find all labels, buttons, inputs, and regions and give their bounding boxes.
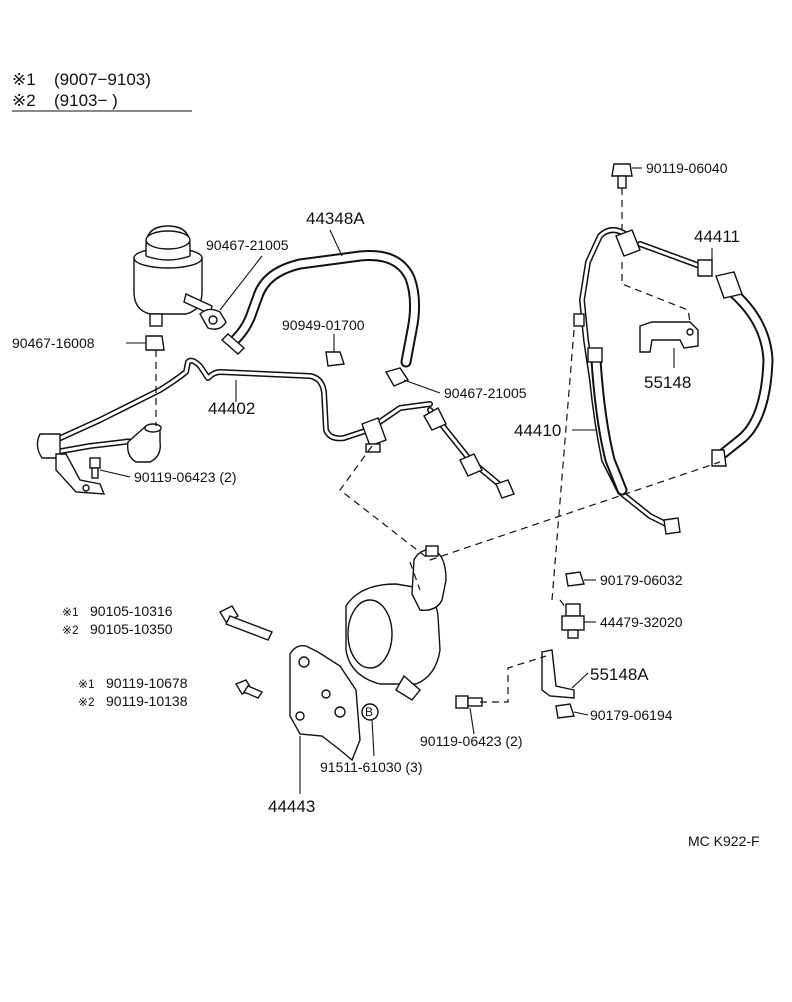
- clip-90949-01700: [325, 351, 345, 367]
- legend: ※1 (9007−9103) ※2 (9103− ): [12, 70, 192, 112]
- label-90105-10316: 90105-10316: [90, 603, 173, 619]
- label-90179-06194: 90179-06194: [590, 707, 673, 723]
- legend-range-1: (9007−9103): [54, 70, 151, 89]
- clamp-90467-21005-mid: [384, 367, 410, 387]
- leader-lines: [99, 167, 713, 794]
- bracket-55148: [639, 321, 699, 353]
- tube-end-hose: [423, 407, 515, 499]
- clamp-90467-21005-top: [199, 308, 227, 330]
- bolt-90119-06423-left: [89, 457, 101, 479]
- clamp-90467-16008: [145, 335, 165, 351]
- label-bolt1-mark1: ※1: [62, 605, 79, 619]
- label-90119-06423-left: 90119-06423 (2): [134, 469, 236, 485]
- label-90119-10678: 90119-10678: [106, 675, 188, 691]
- label-55148A: 55148A: [590, 665, 649, 684]
- diagram-code: MC K922-F: [688, 833, 760, 849]
- legend-mark-1: ※1: [12, 70, 36, 89]
- bolt-90105: [219, 605, 273, 641]
- pump-bracket-44443: [289, 644, 361, 762]
- label-90119-10138: 90119-10138: [106, 693, 188, 709]
- return-hose-44411: [615, 229, 774, 467]
- label-90105-10350: 90105-10350: [90, 621, 173, 637]
- bolt-90119-06040: [611, 163, 633, 189]
- label-90179-06032: 90179-06032: [600, 572, 683, 588]
- bracket-left: [55, 453, 106, 495]
- return-hose-44348A: [220, 249, 421, 368]
- label-90949-01700: 90949-01700: [282, 317, 365, 333]
- reservoir-tank: [133, 225, 213, 327]
- valve-44479-32020: [561, 603, 585, 639]
- elbow-fitting: [126, 423, 162, 463]
- legend-range-2: (9103− ): [54, 91, 118, 110]
- label-55148: 55148: [644, 373, 691, 392]
- label-44411: 44411: [694, 227, 740, 246]
- label-90119-06423-right: 90119-06423 (2): [420, 733, 522, 749]
- nut-90179-06194: [555, 703, 575, 719]
- label-bolt2-mark1: ※1: [78, 677, 95, 691]
- label-44348A: 44348A: [306, 209, 365, 228]
- nut-90179-06032: [565, 571, 585, 587]
- pressure-tube-44402: [36, 357, 433, 459]
- legend-mark-2: ※2: [12, 91, 36, 110]
- label-90467-21005-mid: 90467-21005: [444, 385, 527, 401]
- label-44443: 44443: [268, 797, 315, 816]
- part-labels: 44348A 90467-21005 90467-16008 90949-017…: [12, 160, 760, 849]
- label-91511-61030: 91511-61030 (3): [320, 759, 422, 775]
- b-symbol: B: [365, 705, 373, 719]
- label-44410: 44410: [514, 421, 561, 440]
- label-90119-06040: 90119-06040: [646, 160, 728, 176]
- dashed-leaders: [155, 188, 721, 703]
- label-90467-21005-top: 90467-21005: [206, 237, 289, 253]
- bracket-55148A: [541, 649, 575, 699]
- bolt-90119-06423-right: [455, 695, 483, 709]
- label-bolt1-mark2: ※2: [62, 623, 79, 637]
- label-44402: 44402: [208, 399, 255, 418]
- label-44479-32020: 44479-32020: [600, 614, 683, 630]
- power-steering-pump: [345, 545, 447, 701]
- b-symbol-marker: B: [361, 703, 379, 721]
- label-bolt2-mark2: ※2: [78, 695, 95, 709]
- bolt-90119-10678: [234, 679, 264, 699]
- pressure-hose-44410: [573, 227, 681, 535]
- label-90467-16008: 90467-16008: [12, 335, 95, 351]
